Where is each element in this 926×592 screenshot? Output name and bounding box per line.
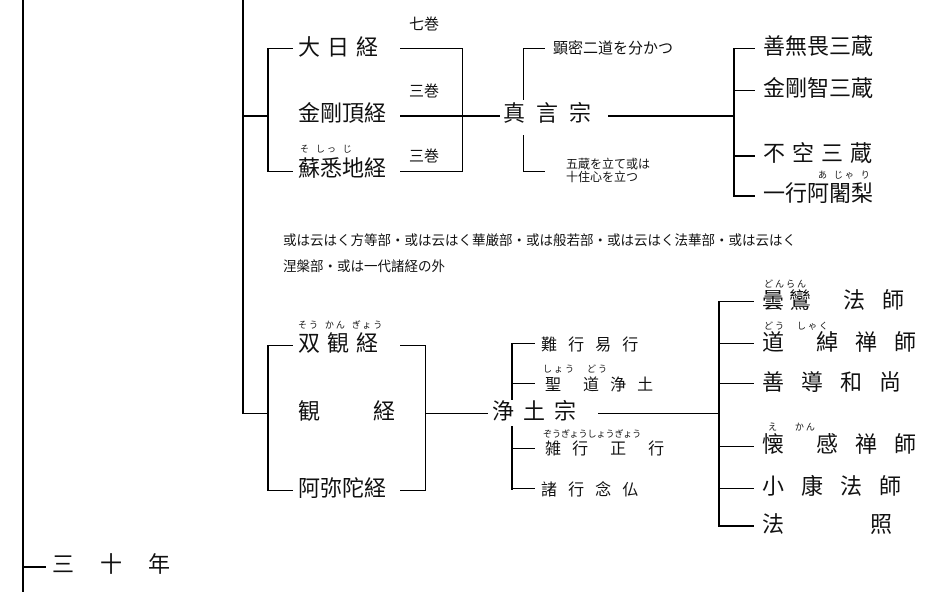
master: 一行阿闍梨 [763,182,874,207]
bracket [425,345,426,491]
bracket [718,301,720,526]
sutra-dainichi: 大 日 経 [298,36,378,61]
connector [733,48,755,49]
master: 曇鸞 法 師 [762,289,909,314]
connector [733,155,755,157]
note-line: 涅槃部・或は一代諸経の外 [283,259,445,275]
doctrine: 五蔵を立て或は 十住心を立つ [566,157,651,184]
connector [733,195,755,197]
connector [718,525,754,527]
doctrine: 難 行 易 行 [541,335,642,354]
master: 不 空 三 蔵 [763,142,872,167]
connector [400,345,425,346]
connector [425,413,488,414]
bottom-label: 三 十 年 [52,553,173,578]
master: 善 導 和 尚 [762,371,906,396]
bracket [511,343,513,400]
connector [511,488,535,489]
bracket [523,135,524,172]
bracket [267,48,269,172]
ruby: ぞうぎょうしょうぎょう [543,430,642,440]
bracket [267,345,269,491]
bracket [523,48,524,100]
ruby: そ しっ じ [300,145,354,155]
sutra: 双 観 経 [298,332,378,357]
ruby: あ じゃ り [818,171,872,181]
connector [400,171,462,172]
sutra-kongocho: 金剛頂経 [298,102,387,127]
connector [22,566,46,568]
volume-label: 三巻 [409,147,440,165]
note-line: 或は云はく方等部・或は云はく華厳部・或は般若部・或は云はく法華部・或は云はく [283,233,796,249]
master: 小 康 法 師 [762,475,906,500]
volume-label: 七巻 [409,15,440,33]
connector [718,383,754,384]
ruby: しょう どう [543,365,610,375]
doctrine: 顕密二道を分かつ [553,39,674,57]
connector [598,413,719,414]
connector [267,345,293,346]
doctrine: 諸 行 念 仏 [541,480,642,499]
connector [608,115,734,117]
connector [267,171,293,172]
connector [400,490,425,491]
sect-shingon: 真 言 宗 [503,102,593,127]
trunk-line [22,0,24,592]
branch-line [242,0,244,414]
connector [718,301,754,302]
connector [733,90,755,91]
connector [718,446,754,447]
connector [718,343,754,344]
connector [400,115,500,117]
sutra-soshitsuji: 蘇悉地経 [298,157,387,182]
connector [242,115,268,117]
bracket [733,48,735,196]
sutra: 阿弥陀経 [298,477,387,502]
connector [267,490,293,491]
connector [242,413,268,414]
connector [718,488,754,489]
connector [523,48,545,49]
connector [400,48,462,49]
ruby: どう しゃく [764,322,831,332]
master: 懐 感 禅 師 [762,433,921,458]
sutra: 観 経 [298,400,399,425]
volume-label: 三巻 [409,82,440,100]
connector [267,48,293,49]
ruby: どんらん [764,280,809,290]
connector [523,171,545,172]
bracket [462,48,463,172]
doctrine: 雑 行 正 行 [545,439,668,458]
bracket [511,426,513,490]
master: 法 照 [762,513,898,538]
connector [511,343,535,344]
master: 道 綽 禅 師 [762,331,921,356]
master: 善無畏三蔵 [763,35,874,60]
sect-jodo: 浄 土 宗 [492,400,577,425]
ruby: え かん [768,423,817,433]
doctrine: 聖 道 浄 土 [545,375,657,394]
ruby: そう かん ぎょう [298,321,385,331]
master: 金剛智三蔵 [763,77,874,102]
connector [511,383,535,384]
connector [511,448,535,449]
